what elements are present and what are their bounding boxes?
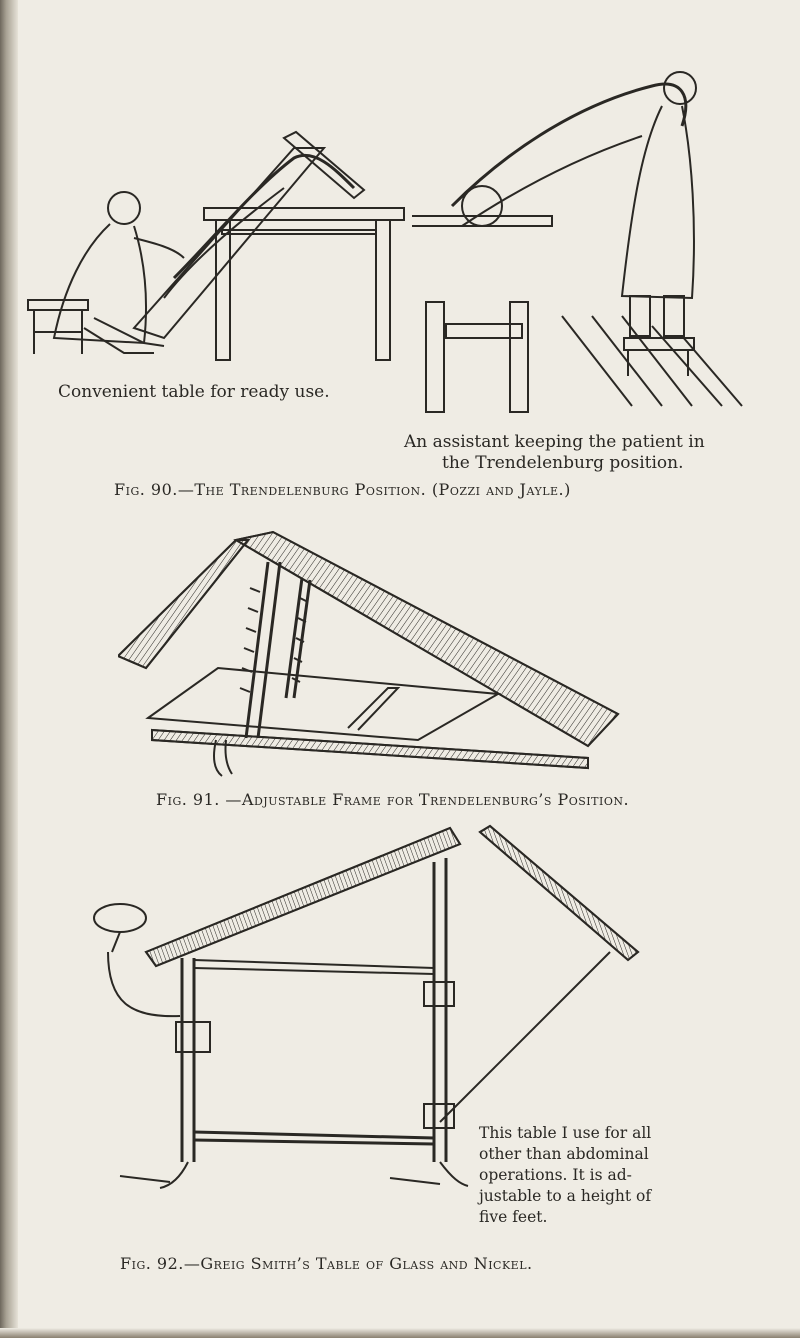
binding-shadow [0,0,18,1338]
page-edge-shadow [0,1328,800,1338]
caption-convenient-table: Convenient table for ready use. [58,382,330,402]
note-table-description: This table I use for all other than abdo… [479,1123,709,1228]
illustration-assistant-trendelenburg [412,66,752,426]
note-line: operations. It is ad- [479,1166,632,1184]
caption-assistant-line-1: An assistant keeping the patient in [404,432,705,452]
illustration-adjustable-frame [118,518,628,780]
note-line: five feet. [479,1208,548,1226]
illustration-convenient-table [24,128,408,368]
note-line: This table I use for all [479,1124,652,1142]
illustration-glass-nickel-table [60,822,650,1202]
figure-91-title: Fig. 91. —Adjustable Frame for Trendelen… [156,790,630,809]
note-line: justable to a height of [479,1187,652,1205]
figure-92-title: Fig. 92.—Greig Smith’s Table of Glass an… [120,1254,533,1273]
figure-90-title: Fig. 90.—The Trendelenburg Position. (Po… [114,480,571,499]
caption-assistant-line-2: the Trendelenburg position. [442,453,684,473]
note-line: other than abdominal [479,1145,649,1163]
